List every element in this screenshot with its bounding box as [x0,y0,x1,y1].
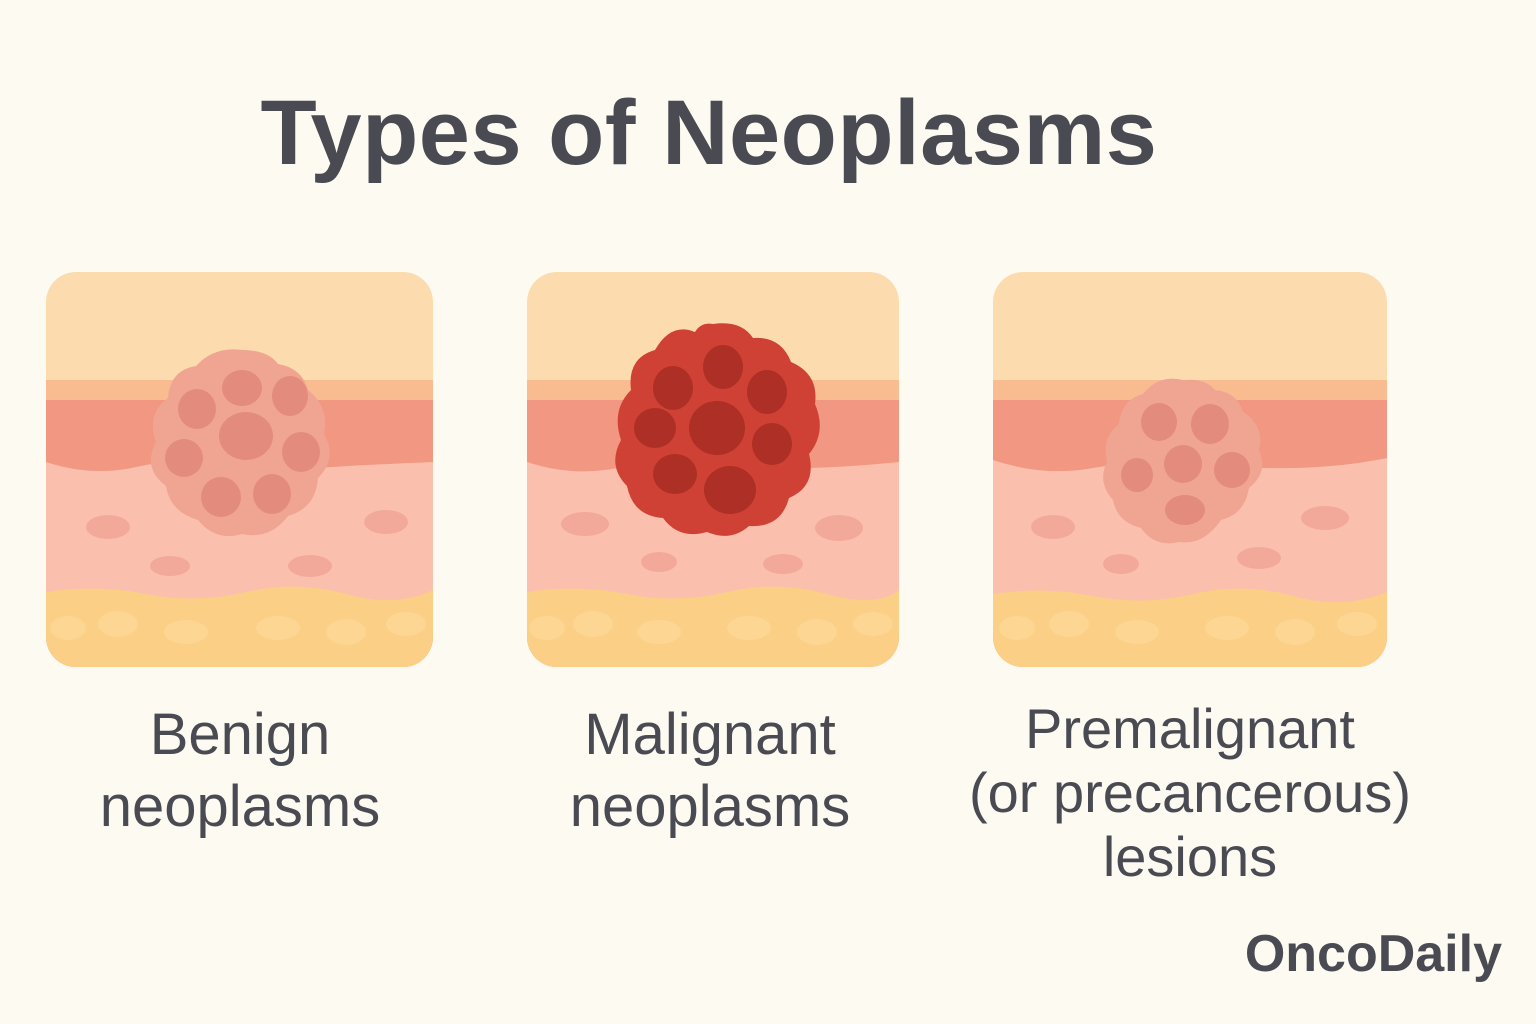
lesion-cell [165,439,203,477]
fat-cell [1205,616,1249,640]
fat-cell [999,616,1035,640]
page-title: Types of Neoplasms [260,82,1158,184]
malignant-label-line-1: Malignant [584,702,836,767]
benign-label-line-1: Benign [149,702,331,767]
fat-layer [993,588,1387,667]
malignant-neoplasms-label: Malignant neoplasms [505,699,915,843]
tissue-cell [641,552,677,572]
premalignant-label-line-2: (or precancerous) [969,761,1411,824]
lesion-cell [1164,445,1202,483]
tissue-cell [763,554,803,574]
lesion-cell [282,432,320,472]
benign-skin-cross-section [46,272,433,667]
lesion-cell [752,423,792,465]
premalignant-lesions-label: Premalignant (or precancerous) lesions [940,697,1440,889]
fat-cell [1337,612,1377,636]
premalignant-label-line-1: Premalignant [1025,697,1355,760]
premalignant-skin-illustration [993,272,1387,667]
malignant-skin-illustration [527,272,899,667]
lesion-cell [1214,452,1250,488]
lesion-cell [178,389,216,429]
malignant-label-line-2: neoplasms [569,774,851,839]
benign-neoplasms-label: Benign neoplasms [40,699,440,843]
benign-skin-illustration [46,272,433,667]
benign-label-line-2: neoplasms [99,774,381,839]
premalignant-lesion [1103,378,1263,544]
fat-cell [529,616,565,640]
premalignant-skin-cross-section [993,272,1387,667]
lesion-cell [1141,403,1177,441]
lesion-cell [634,408,676,448]
fat-cell [1275,619,1315,645]
fat-layer [46,586,433,667]
lesion-cell [1165,495,1205,525]
tissue-cell [1031,515,1075,539]
fat-cell [727,616,771,640]
fat-cell [326,619,366,645]
malignant-lesion [615,323,820,536]
lesion-cell [653,454,697,494]
lesion-cell [703,345,743,389]
lesion-cell [1191,404,1229,444]
fat-cell [50,616,86,640]
benign-lesion [150,349,330,537]
lesion-cell [747,370,787,414]
lesion-cell [653,366,693,410]
fat-cell [1115,620,1159,644]
lesion-cell [704,466,756,514]
tissue-cell [364,510,408,534]
tissue-cell [1103,554,1139,574]
tissue-cell [86,515,130,539]
fat-cell [573,611,613,637]
lesion-cell [222,370,262,406]
fat-cell [797,619,837,645]
lesion-cell [253,474,291,514]
fat-cell [853,612,893,636]
lesion-cell [219,412,273,460]
premalignant-label-line-3: lesions [1102,825,1278,888]
lesion-cell [201,477,241,517]
lesion-cell [272,376,308,416]
tissue-cell [288,555,332,577]
tissue-cell [1301,506,1349,530]
tissue-cell [815,515,863,541]
fat-cell [1049,611,1089,637]
fat-layer [527,586,899,667]
fat-cell [256,616,300,640]
oncodaily-logo-text: OncoDaily [1244,925,1502,983]
tissue-cell [150,556,190,576]
malignant-skin-cross-section [527,272,899,667]
fat-cell [637,620,681,644]
lesion-cell [1121,458,1153,492]
lesion-cell [689,401,745,455]
fat-cell [98,611,138,637]
fat-cell [164,620,208,644]
tissue-cell [1237,547,1281,569]
fat-cell [386,612,426,636]
tissue-cell [561,512,609,536]
